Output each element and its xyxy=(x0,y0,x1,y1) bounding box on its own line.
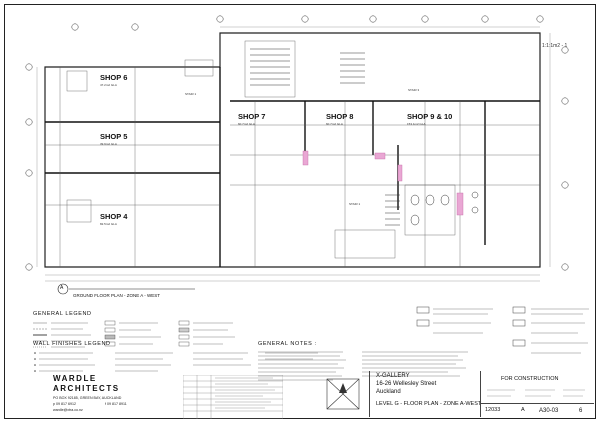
architect-name: WARDLE xyxy=(53,374,97,383)
general-legend-symbols xyxy=(33,320,235,348)
shop-4-area: 82.5m2 GLA xyxy=(100,222,117,226)
floor-plan xyxy=(25,15,569,295)
sheet-title: LEVEL G - FLOOR PLAN - ZONE A-WEST xyxy=(376,401,482,407)
shop-7-label: SHOP 7 xyxy=(238,112,266,121)
revision-table xyxy=(183,375,283,419)
shop-9-10-area: 153.1m2 GLA xyxy=(407,122,426,126)
title-block-status: FOR CONSTRUCTION 12033 A A30-03 6 xyxy=(480,371,594,417)
shop-5-label: SHOP 5 xyxy=(100,132,128,141)
architect-fax: f 09 817 8911 xyxy=(105,402,127,406)
shop-6-area: 47.2m2 GLA xyxy=(100,83,117,87)
architect-address: PO BOX 92185, GREEN BAY, AUCKLAND xyxy=(53,396,122,400)
wall-finishes-legend-title: WALL FINISHES LEGEND xyxy=(33,341,111,347)
general-notes-text xyxy=(258,351,468,381)
shop-5-area: 39.9m2 GLA xyxy=(100,142,117,146)
dimension-note: 1:1:1m2 - 1 xyxy=(542,43,568,49)
drawing-title: GROUND FLOOR PLAN - ZONE A - WEST xyxy=(73,293,161,298)
general-legend-title: GENERAL LEGEND xyxy=(33,311,92,317)
drawing-sheet: SHOP 6 47.2m2 GLA SHOP 5 39.9m2 GLA SHOP… xyxy=(4,4,596,419)
shop-7-area: 60.7m2 GLA xyxy=(238,122,255,126)
project-address-line2: Auckland xyxy=(376,389,401,395)
title-block: X-GALLERY 16-26 Wellesley Street Aucklan… xyxy=(369,371,594,417)
wall-finishes-symbols xyxy=(34,352,318,372)
shop-9-10-label: SHOP 9 & 10 xyxy=(407,112,453,121)
revision-number: 6 xyxy=(579,408,583,414)
sheet-size: A xyxy=(521,407,525,413)
architect-name-line2: ARCHITECTS xyxy=(53,384,120,393)
project-address-line1: 16-26 Wellesley Street xyxy=(376,381,437,387)
drawing-number: A30-03 xyxy=(539,408,559,414)
job-number: 12033 xyxy=(485,407,501,413)
shop-4-label: SHOP 4 xyxy=(100,212,128,221)
shop-6-label: SHOP 6 xyxy=(100,73,128,82)
north-arrow-icon xyxy=(326,378,360,410)
architect-email: wardle@xtra.co.nz xyxy=(53,408,83,412)
stair-label: STAIR 1 xyxy=(185,92,197,96)
shop-8-area: 60.7m2 GLA xyxy=(326,122,343,126)
architect-phone: p 09 817 6912 xyxy=(53,402,76,406)
project-name: X-GALLERY xyxy=(376,373,410,379)
drawing-ref: A xyxy=(60,285,64,291)
title-block-fields xyxy=(487,389,585,397)
plan-symbols-legend xyxy=(416,306,589,354)
general-notes-title: GENERAL NOTES : xyxy=(258,341,317,347)
stair-label: STAIR 3 xyxy=(408,88,420,92)
issue-status: FOR CONSTRUCTION xyxy=(501,376,559,382)
shop-8-label: SHOP 8 xyxy=(326,112,354,121)
title-block-numbers: 12033 A A30-03 6 xyxy=(481,403,594,418)
stair-label: STAIR 1 xyxy=(349,202,361,206)
